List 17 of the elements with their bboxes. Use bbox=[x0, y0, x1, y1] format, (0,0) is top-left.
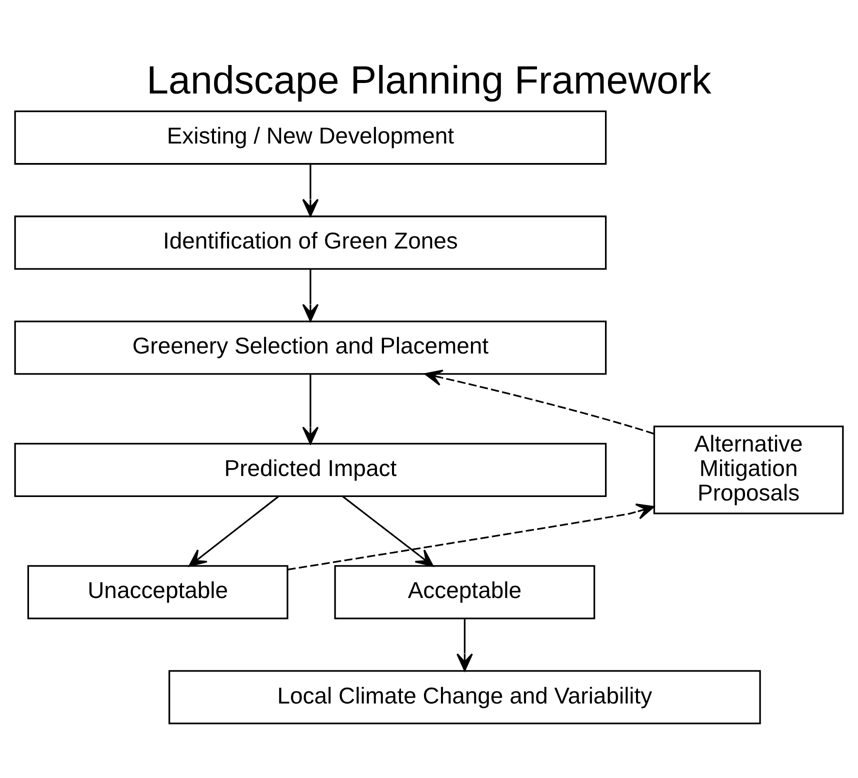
node-box: Acceptable bbox=[334, 564, 596, 619]
arrow bbox=[188, 495, 280, 566]
arrow bbox=[342, 495, 434, 566]
node-box: Alternative Mitigation Proposals bbox=[653, 425, 844, 514]
node-box: Existing / New Development bbox=[14, 110, 607, 164]
arrow bbox=[302, 268, 319, 322]
diagram-title: Landscape Planning Framework bbox=[146, 58, 712, 102]
arrow bbox=[288, 503, 654, 570]
arrow bbox=[424, 369, 654, 434]
node-box: Local Climate Change and Variability bbox=[168, 670, 761, 724]
arrow bbox=[302, 163, 319, 216]
node-box: Greenery Selection and Placement bbox=[14, 320, 607, 374]
arrow bbox=[456, 618, 473, 671]
node-box: Predicted Impact bbox=[14, 442, 607, 496]
node-box: Unacceptable bbox=[27, 564, 288, 619]
arrow bbox=[302, 373, 319, 444]
node-box: Identification of Green Zones bbox=[14, 215, 607, 270]
